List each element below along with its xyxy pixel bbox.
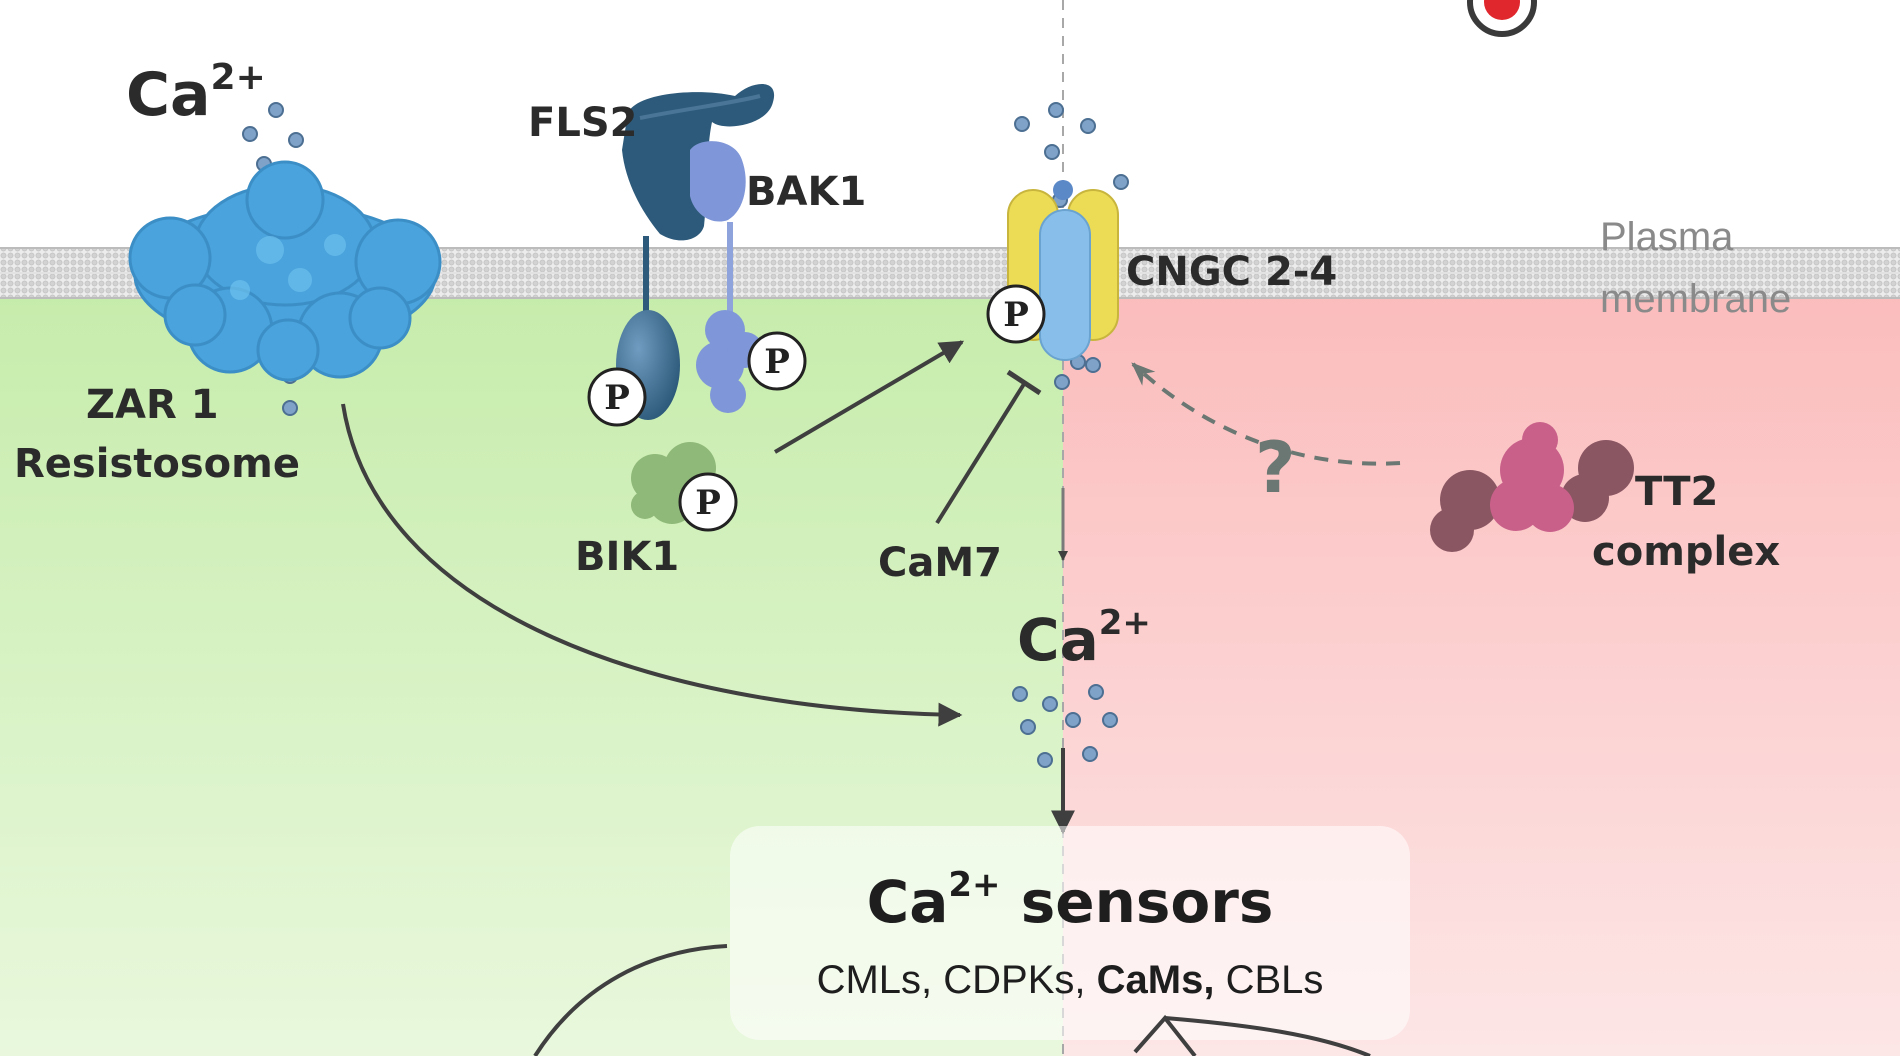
fls2-label: FLS2 bbox=[528, 100, 637, 146]
cytosolic-calcium-label: Ca2+ bbox=[1017, 603, 1151, 674]
phospho-marker: P bbox=[587, 367, 647, 427]
cam7-label: CaM7 bbox=[878, 540, 1002, 586]
sensors-list: CMLs, CDPKs, CaMs, CBLs bbox=[817, 958, 1324, 1002]
calcium-ion bbox=[288, 132, 304, 148]
calcium-ion bbox=[1048, 102, 1064, 118]
bik1-to-cngc-arrow bbox=[773, 340, 965, 454]
calcium-ion bbox=[1085, 357, 1101, 373]
calcium-ion bbox=[1065, 712, 1081, 728]
sensors-title: Ca2+ sensors bbox=[867, 865, 1274, 936]
phospho-label: P bbox=[764, 342, 790, 382]
question-mark: ? bbox=[1255, 427, 1296, 509]
tt2-label-line1: TT2 bbox=[1635, 469, 1718, 515]
zar1-label-line2: Resistosome bbox=[14, 441, 300, 487]
calcium-ion bbox=[1044, 144, 1060, 160]
bak1-coreceptor-icon bbox=[690, 141, 763, 413]
cam7-inhibition bbox=[935, 369, 1042, 525]
right-output-curve bbox=[1164, 1016, 1371, 1056]
left-output-curve bbox=[533, 944, 728, 1056]
membrane-label-line1: Plasma bbox=[1600, 215, 1734, 259]
calcium-ion bbox=[1014, 116, 1030, 132]
tt2-complex-icon bbox=[1430, 422, 1634, 552]
bak1-label: BAK1 bbox=[746, 169, 866, 215]
zar1-to-calcium-arrow bbox=[341, 403, 963, 727]
top-calcium-label: Ca2+ bbox=[126, 57, 266, 130]
calcium-ion bbox=[1042, 696, 1058, 712]
phospho-label: P bbox=[695, 483, 721, 523]
calcium-ion bbox=[1012, 686, 1028, 702]
phospho-marker: P bbox=[747, 331, 807, 391]
phospho-markers: P P P P bbox=[587, 284, 1046, 532]
calcium-ion bbox=[1088, 684, 1104, 700]
calcium-ion bbox=[1102, 712, 1118, 728]
cngc-label: CNGC 2-4 bbox=[1126, 249, 1337, 295]
calcium-ion bbox=[1113, 174, 1129, 190]
alert-target-icon bbox=[1467, 0, 1537, 37]
calcium-ion bbox=[1080, 118, 1096, 134]
calcium-ion bbox=[1037, 752, 1053, 768]
calcium-ion bbox=[242, 126, 258, 142]
tt2-label-line2: complex bbox=[1592, 529, 1780, 575]
phospho-label: P bbox=[1003, 295, 1029, 335]
zar1-label-line1: ZAR 1 bbox=[86, 382, 219, 428]
calcium-ion bbox=[1082, 746, 1098, 762]
bik1-label: BIK1 bbox=[575, 534, 679, 580]
calcium-ion bbox=[1020, 719, 1036, 735]
calcium-ion bbox=[1054, 374, 1070, 390]
phospho-marker: P bbox=[678, 472, 738, 532]
cngc-channel-icon bbox=[1007, 180, 1119, 361]
calcium-ion bbox=[268, 102, 284, 118]
phospho-label: P bbox=[604, 378, 630, 418]
tt2-to-cngc-dashed-arrow bbox=[1131, 362, 1401, 466]
membrane-label-line2: membrane bbox=[1600, 277, 1791, 321]
sensors-box bbox=[730, 826, 1410, 1040]
zar1-resistosome-icon bbox=[128, 160, 442, 382]
calcium-ion bbox=[282, 400, 298, 416]
phospho-marker: P bbox=[986, 284, 1046, 344]
